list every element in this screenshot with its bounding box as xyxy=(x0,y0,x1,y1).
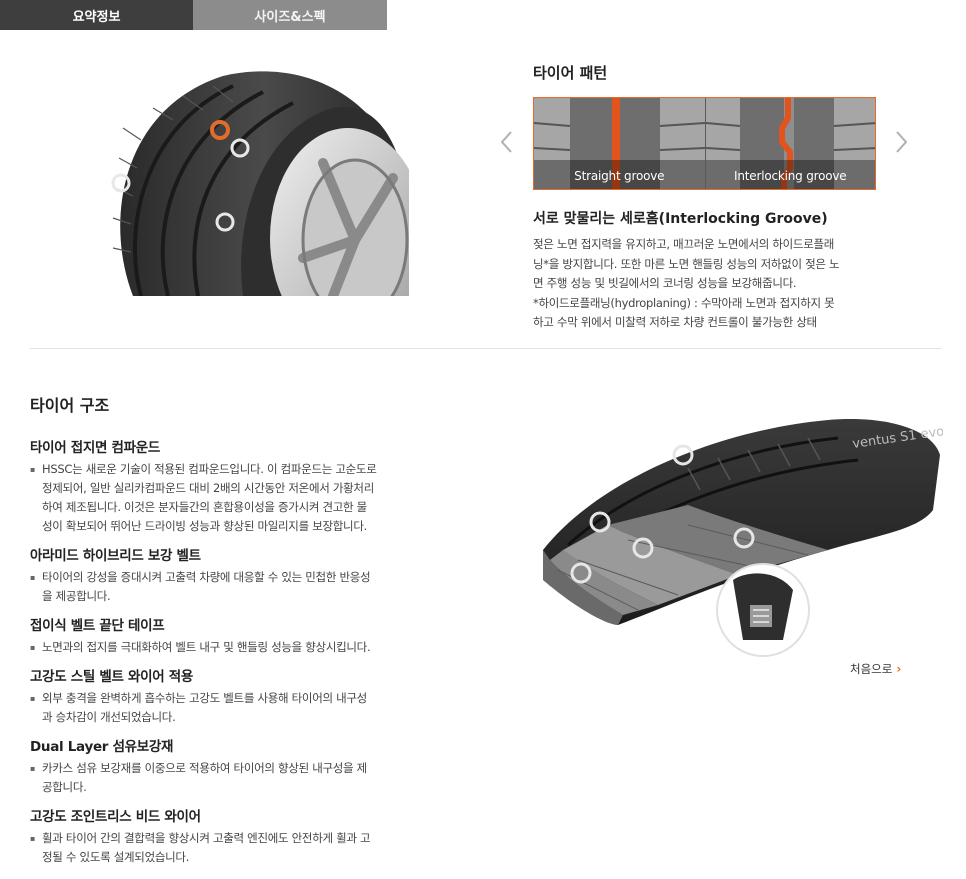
structure-item-description: 외부 충격을 완벽하게 흡수하는 고강도 벨트를 사용해 타이어의 내구성 과 … xyxy=(30,689,460,727)
structure-item-description: 타이어의 강성을 증대시켜 고출력 차량에 대응할 수 있는 민첩한 반응성 을… xyxy=(30,568,460,606)
structure-line: 하여 제조됩니다. 이것은 분자들간의 혼합용이성을 증가시켜 견고한 물 xyxy=(42,500,367,514)
structure-item-heading: 아라미드 하이브리드 보강 벨트 xyxy=(30,548,201,564)
structure-item-description: HSSC는 새로운 기술이 적용된 컴파운드입니다. 이 컴파운드는 고순도로 … xyxy=(30,460,460,536)
pattern-subtitle: 서로 맞물리는 세로홈(Interlocking Groove) xyxy=(533,211,828,227)
structure-item: 접이식 벨트 끝단 테이프 노면과의 접지를 극대화하여 벨트 내구 및 핸들링… xyxy=(30,614,460,657)
chevron-right-icon: › xyxy=(896,662,902,676)
chevron-left-icon[interactable] xyxy=(498,128,516,156)
pattern-caption-straight: Straight groove xyxy=(574,169,665,183)
structure-item-heading: 접이식 벨트 끝단 테이프 xyxy=(30,618,165,634)
section-divider xyxy=(30,348,942,349)
structure-item-heading: 고강도 스틸 벨트 와이어 적용 xyxy=(30,669,194,685)
structure-line: 공합니다. xyxy=(42,780,87,794)
structure-item-description: 휠과 타이어 간의 결합력을 향상시켜 고출력 엔진에도 안전하게 휠과 고 정… xyxy=(30,829,460,867)
structure-line: 성이 확보되어 뛰어난 드라이빙 성능과 향상된 마일리지를 보장합니다. xyxy=(42,519,367,533)
structure-line: 정제되어, 일반 실리카컴파운드 대비 2배의 시간동안 저온에서 가황처리 xyxy=(42,481,374,495)
pattern-title: 타이어 패턴 xyxy=(533,64,608,82)
structure-item-description: 노면과의 접지를 극대화하여 벨트 내구 및 핸들링 성능을 향상시킵니다. xyxy=(30,638,460,657)
structure-line: 정될 수 있도록 설계되었습니다. xyxy=(42,850,190,864)
structure-list: 타이어 접지면 컴파운드 HSSC는 새로운 기술이 적용된 컴파운드입니다. … xyxy=(30,436,460,875)
pattern-description-line: 닝*을 방지합니다. 또한 마른 노면 핸들링 성능의 저하없이 젖은 노 xyxy=(533,256,840,271)
structure-item: 아라미드 하이브리드 보강 벨트 타이어의 강성을 증대시켜 고출력 차량에 대… xyxy=(30,544,460,606)
structure-line: HSSC는 새로운 기술이 적용된 컴파운드입니다. 이 컴파운드는 고순도로 xyxy=(42,462,377,476)
pattern-description: 젖은 노면 접지력을 유지하고, 매끄러운 노면에서의 하이드로플래 닝*을 방… xyxy=(533,235,883,333)
structure-line: 카카스 섬유 보강재를 이중으로 적용하여 타이어의 향상된 내구성을 제 xyxy=(42,761,367,775)
pattern-description-line: 젖은 노면 접지력을 유지하고, 매끄러운 노면에서의 하이드로플래 xyxy=(533,237,835,251)
pattern-caption-interlocking: Interlocking groove xyxy=(734,169,847,183)
structure-item: 고강도 스틸 벨트 와이어 적용 외부 충격을 완벽하게 흡수하는 고강도 벨트… xyxy=(30,665,460,727)
structure-item-heading: 타이어 접지면 컴파운드 xyxy=(30,440,160,456)
pattern-description-line: *하이드로플래닝(hydroplaning) : 수막아래 노면과 접지하지 못 xyxy=(533,295,835,310)
tire-cutaway-image: ventus S1 evo xyxy=(538,410,943,660)
pattern-image-interlocking: Interlocking groove xyxy=(704,98,875,189)
structure-item-heading: 고강도 조인트리스 비드 와이어 xyxy=(30,809,201,825)
chevron-right-icon[interactable] xyxy=(892,128,910,156)
structure-line: 휠과 타이어 간의 결합력을 향상시켜 고출력 엔진에도 안전하게 휠과 고 xyxy=(42,831,371,845)
pattern-description-line: 하고 수막 위에서 미찰력 저하로 차량 컨트롤이 불가능한 상태 xyxy=(533,315,817,329)
tire-image xyxy=(93,68,409,296)
structure-item-description: 카카스 섬유 보강재를 이중으로 적용하여 타이어의 향상된 내구성을 제 공합… xyxy=(30,759,460,797)
structure-item: 고강도 조인트리스 비드 와이어 휠과 타이어 간의 결합력을 향상시켜 고출력… xyxy=(30,805,460,867)
pattern-image-straight: Straight groove xyxy=(534,98,705,189)
structure-item: Dual Layer 섬유보강재 카카스 섬유 보강재를 이중으로 적용하여 타… xyxy=(30,735,460,797)
structure-line: 외부 충격을 완벽하게 흡수하는 고강도 벨트를 사용해 타이어의 내구성 xyxy=(42,691,367,705)
structure-item: 타이어 접지면 컴파운드 HSSC는 새로운 기술이 적용된 컴파운드입니다. … xyxy=(30,436,460,536)
structure-line: 과 승차감이 개선되었습니다. xyxy=(42,710,176,724)
structure-item-heading: Dual Layer 섬유보강재 xyxy=(30,739,174,755)
structure-title: 타이어 구조 xyxy=(30,396,110,415)
to-first-label: 처음으로 xyxy=(850,662,893,676)
pattern-carousel: Straight groove Interlocking groove xyxy=(533,97,876,190)
to-first-link[interactable]: 처음으로 › xyxy=(850,661,901,677)
tab-size-spec[interactable]: 사이즈&스펙 xyxy=(193,0,387,30)
structure-line: 타이어의 강성을 증대시켜 고출력 차량에 대응할 수 있는 민첩한 반응성 xyxy=(42,570,371,584)
tab-summary[interactable]: 요약정보 xyxy=(0,0,193,30)
structure-line: 을 제공합니다. xyxy=(42,589,111,603)
tab-bar: 요약정보 사이즈&스펙 xyxy=(0,0,387,30)
structure-line: 노면과의 접지를 극대화하여 벨트 내구 및 핸들링 성능을 향상시킵니다. xyxy=(42,640,371,654)
pattern-description-line: 면 주행 성능 및 빗길에서의 코너링 성능을 보강해줍니다. xyxy=(533,276,797,290)
